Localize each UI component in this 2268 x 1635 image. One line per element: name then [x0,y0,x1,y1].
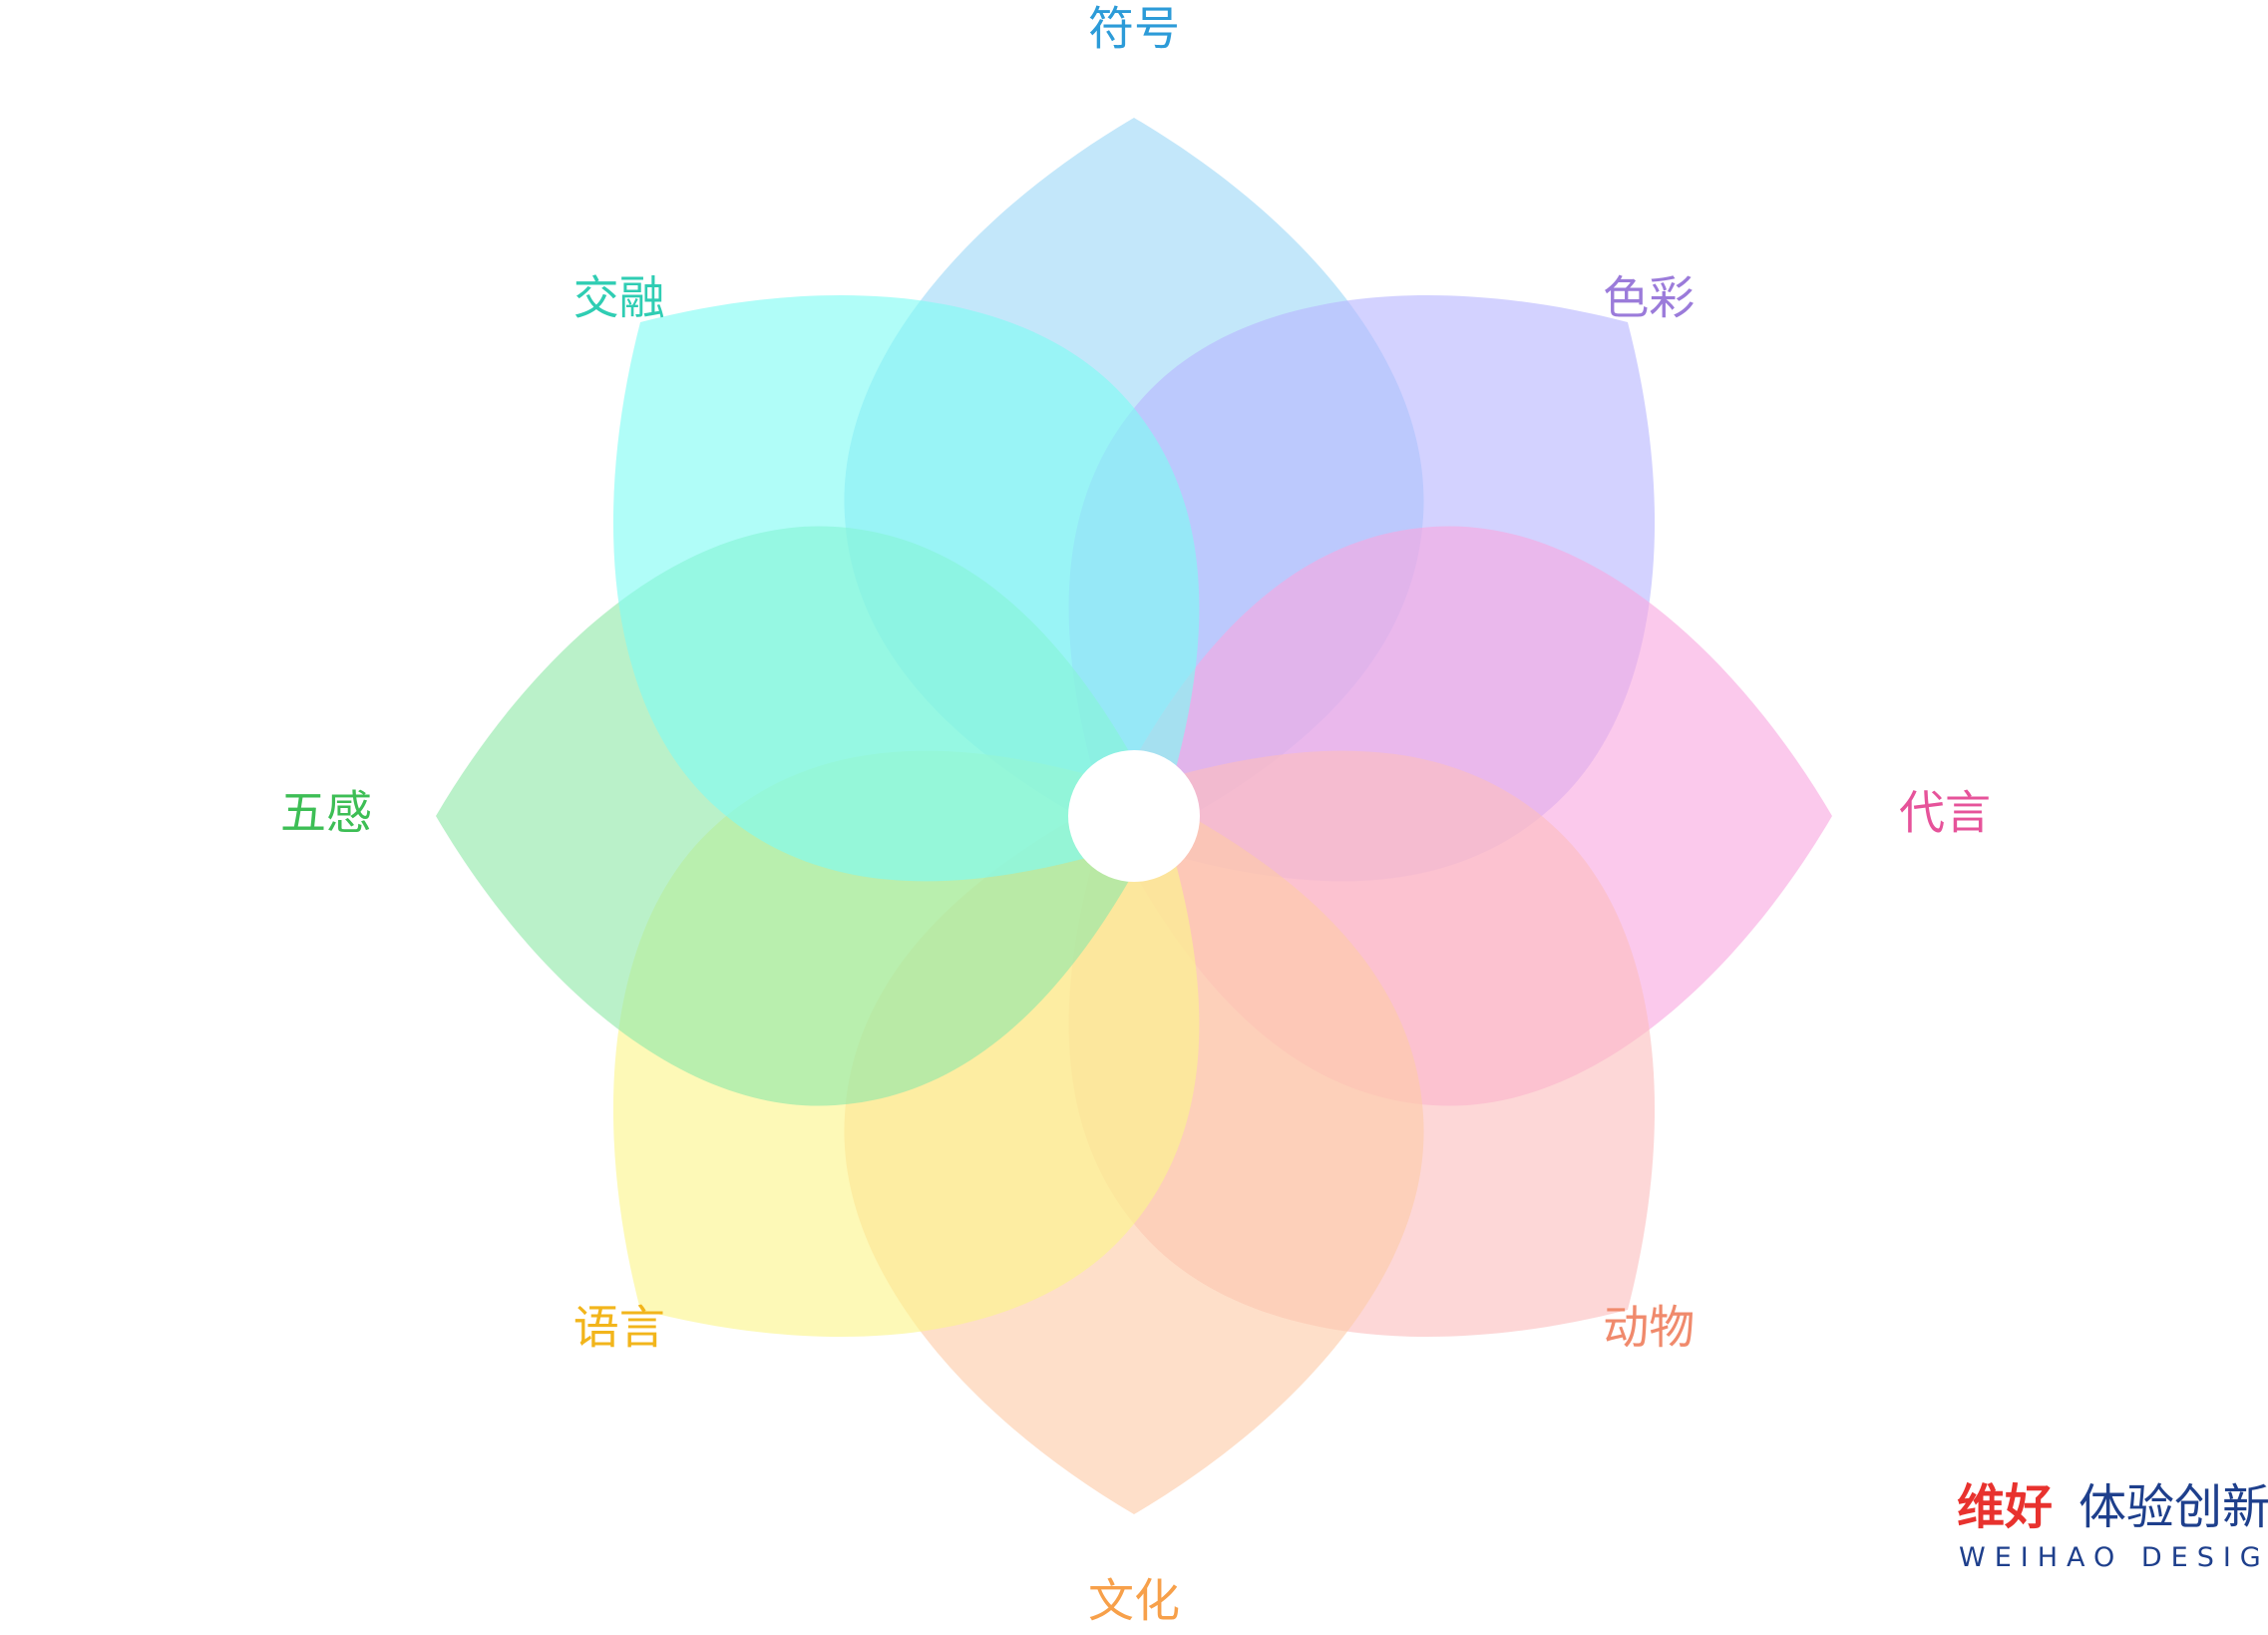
petal-label-8: 交融 [573,270,665,324]
logo-brand-dark: 体验创新 [2079,1479,2268,1535]
petal-8 [613,295,1200,882]
petal-label-3: 代言 [1899,786,1991,840]
petal-label-4: 动物 [1603,1301,1695,1355]
logo-brand-red: 维好 [1957,1479,2053,1535]
brand-logo: 维好 体验创新 WEIHAO DESIGN [1957,1479,2268,1573]
petal-group [436,118,1832,1514]
petal-label-2: 色彩 [1603,270,1695,324]
petal-label-6: 语言 [573,1301,665,1355]
petal-label-5: 文化 [1088,1574,1180,1628]
center-circle [1068,750,1200,882]
petal-label-7: 五感 [280,786,372,840]
petal-label-1: 符号 [1088,2,1180,56]
logo-subtitle: WEIHAO DESIGN [1959,1542,2268,1573]
